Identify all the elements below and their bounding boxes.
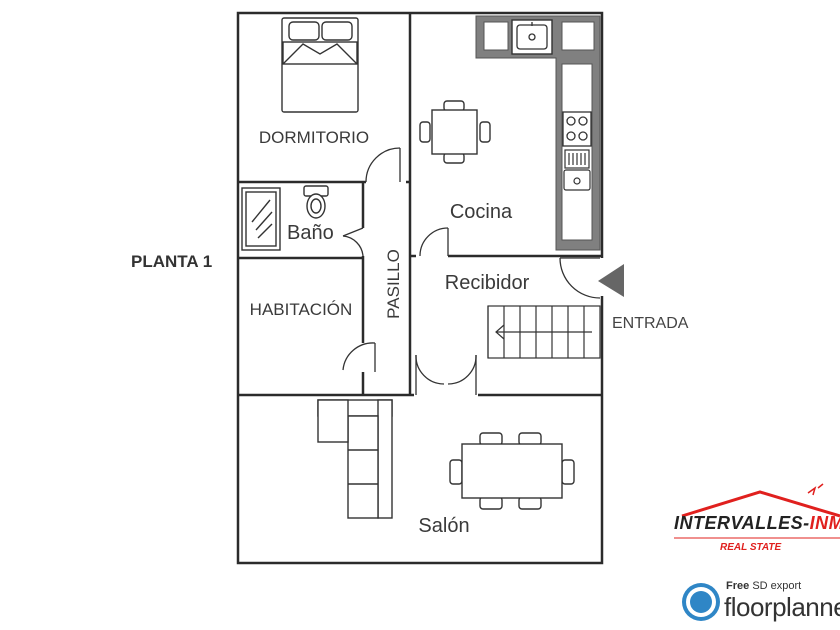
room-label-habitacion: HABITACIÓN [250, 300, 353, 319]
stove-icon [562, 111, 592, 147]
floorplanner-app-name: floorplanner [724, 592, 840, 622]
export-suffix: SD export [752, 580, 802, 592]
logo-brand: INTERVALLES-INMO [674, 513, 840, 534]
sink-icon [516, 22, 548, 50]
entrance-arrow-icon [598, 264, 624, 297]
door-swings [342, 147, 601, 395]
room-label-recibidor: Recibidor [445, 272, 530, 294]
floorplanner-watermark: Free SD export floorplanner [682, 578, 840, 626]
logo-brand-suffix: INMO [809, 513, 840, 533]
room-label-salon: Salón [418, 515, 469, 537]
sofa-icon [317, 399, 393, 519]
double-bed-icon [281, 17, 359, 113]
room-label-pasillo: PASILLO [384, 249, 403, 319]
logo-brand-prefix: INTERVALLES- [674, 513, 810, 533]
logo-tagline: REAL STATE [720, 542, 782, 553]
dishwasher-icon [564, 149, 590, 169]
room-label-dormitorio: DORMITORIO [259, 128, 369, 147]
kitchen-table-icon [419, 100, 491, 164]
shower-icon [241, 187, 281, 251]
intervalles-logo: INTERVALLES-INMO REAL STATE [672, 480, 840, 560]
export-note: Free SD export [726, 580, 801, 592]
toilet-icon [303, 185, 329, 219]
floor-label: PLANTA 1 [131, 252, 213, 271]
staircase [487, 305, 601, 359]
floorplanner-logo-icon [682, 583, 720, 621]
entrance-label: ENTRADA [612, 315, 689, 332]
export-prefix: Free [726, 580, 750, 592]
room-label-cocina: Cocina [450, 201, 513, 223]
dining-table-icon [449, 432, 575, 510]
door-openings [360, 179, 605, 398]
kitchen-sink-small-icon [563, 169, 591, 191]
logo-roof-icon [681, 483, 840, 518]
room-label-bano: Baño [287, 222, 334, 244]
